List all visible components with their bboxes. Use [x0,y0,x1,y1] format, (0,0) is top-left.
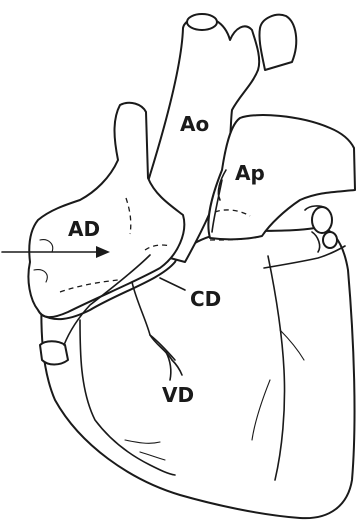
label-pulmonary-artery: Ap [235,161,265,185]
left-atrial-vessel-opening [312,207,332,233]
label-right-ventricle: VD [162,383,194,407]
aorta-vessel-opening [187,14,217,30]
label-right-coronary: CD [190,287,221,311]
label-aorta: Ao [180,112,209,136]
label-right-atrium: AD [68,217,100,241]
aortic-arch-branch [259,15,296,70]
pulmonary-artery-outline [208,115,355,239]
left-atrial-vessel-opening-2 [323,232,337,248]
